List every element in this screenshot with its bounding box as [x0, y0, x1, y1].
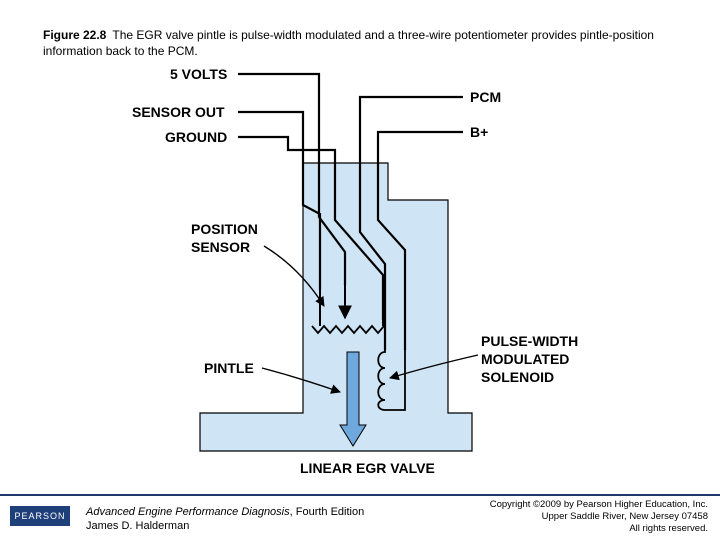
wire-ground — [238, 135, 385, 320]
book-edition: , Fourth Edition — [289, 506, 365, 518]
label-b-plus: B+ — [470, 124, 488, 140]
label-pwm-line3: SOLENOID — [481, 369, 554, 385]
caption-text: The EGR valve pintle is pulse-width modu… — [43, 28, 654, 58]
figure-label: Figure 22.8 — [43, 28, 107, 42]
label-position-line2: SENSOR — [191, 239, 250, 255]
label-pwm-line2: MODULATED — [481, 351, 569, 367]
label-5-volts: 5 VOLTS — [170, 66, 227, 82]
leader-position-sensor — [263, 245, 325, 307]
potentiometer-resistor — [311, 324, 385, 335]
label-sensor-out: SENSOR OUT — [132, 104, 225, 120]
label-pwm-line1: PULSE-WIDTH — [481, 333, 578, 349]
leader-pintle — [261, 367, 341, 394]
wire-b-plus — [376, 130, 463, 350]
leader-solenoid — [389, 354, 479, 381]
copyright-line3: All rights reserved. — [629, 523, 708, 534]
leader-arrows — [261, 245, 479, 394]
pintle-arrow — [339, 351, 367, 447]
book-author: James D. Halderman — [86, 520, 190, 532]
wires — [238, 72, 463, 350]
pearson-logo: PEARSON — [10, 506, 70, 526]
book-info: Advanced Engine Performance Diagnosis, F… — [86, 505, 364, 533]
copyright: Copyright ©2009 by Pearson Higher Educat… — [428, 499, 708, 535]
footer-divider — [0, 494, 720, 496]
copyright-line2: Upper Saddle River, New Jersey 07458 — [541, 511, 708, 522]
wire-sensor-out — [238, 110, 322, 290]
label-pcm: PCM — [470, 89, 501, 105]
egr-valve-diagram: 5 VOLTS SENSOR OUT GROUND PCM B+ POSITIO… — [132, 66, 578, 476]
solenoid-coil — [377, 350, 406, 411]
book-title: Advanced Engine Performance Diagnosis — [86, 506, 290, 518]
label-pintle: PINTLE — [204, 360, 254, 376]
label-valve: LINEAR EGR VALVE — [300, 460, 435, 476]
label-ground: GROUND — [165, 129, 227, 145]
label-position-line1: POSITION — [191, 221, 258, 237]
copyright-line1: Copyright ©2009 by Pearson Higher Educat… — [489, 499, 708, 510]
valve-body — [199, 162, 473, 452]
wire-pcm — [358, 95, 463, 350]
